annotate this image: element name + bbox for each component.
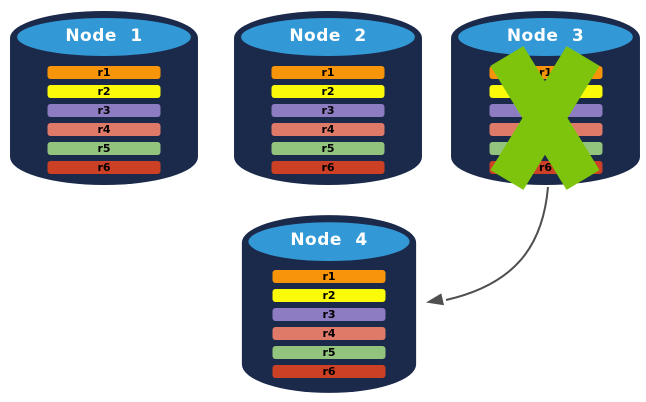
replica-label: r3 xyxy=(97,104,111,117)
replica-label: r4 xyxy=(321,123,335,136)
replica-label: r6 xyxy=(322,365,336,378)
replica-bar-r2: r2 xyxy=(271,85,385,98)
replica-label: r4 xyxy=(322,327,336,340)
replica-bar-r4: r4 xyxy=(47,123,161,136)
replica-bar-r3: r3 xyxy=(47,104,161,117)
node-2: Node 2 r1 r2 r3 r4 r5 r6 xyxy=(232,8,424,190)
replica-bar-r2: r2 xyxy=(272,289,386,302)
replica-bar-r6: r6 xyxy=(271,161,385,174)
replica-label: r3 xyxy=(538,104,553,117)
arrowhead-icon xyxy=(426,293,444,306)
replica-bar-r3: r3 xyxy=(271,104,385,117)
database-cylinder-icon xyxy=(234,11,422,185)
node-2-title: Node 2 xyxy=(289,26,367,46)
replica-label: r5 xyxy=(321,142,335,155)
replica-label: r2 xyxy=(97,85,111,98)
replica-label: r4 xyxy=(538,123,553,136)
replica-bar-r1: r1 xyxy=(272,270,386,283)
replica-bar-r6: r6 xyxy=(489,161,602,174)
node-3: Node 3 r1 r2 r3 r4 r5 r6 xyxy=(449,8,642,190)
node-4-title: Node 4 xyxy=(290,230,368,250)
replica-bar-r6: r6 xyxy=(272,365,386,378)
replica-bar-r3: r3 xyxy=(489,104,602,117)
database-cylinder-icon xyxy=(10,11,198,185)
replica-bar-r5: r5 xyxy=(272,346,386,359)
replica-label: r2 xyxy=(321,85,335,98)
replica-label: r5 xyxy=(538,142,553,155)
replica-list: r1 r2 r3 r4 r5 r6 xyxy=(47,66,161,180)
replica-bar-r4: r4 xyxy=(489,123,602,136)
replica-bar-r5: r5 xyxy=(271,142,385,155)
replica-label: r1 xyxy=(538,66,553,79)
replica-bar-r4: r4 xyxy=(271,123,385,136)
node-3-title: Node 3 xyxy=(506,26,585,46)
replica-label: r6 xyxy=(538,161,553,174)
replica-bar-r5: r5 xyxy=(47,142,161,155)
replica-list: r1 r2 r3 r4 r5 r6 xyxy=(271,66,385,180)
replica-label: r3 xyxy=(321,104,335,117)
replica-label: r2 xyxy=(538,85,553,98)
replica-bar-r2: r2 xyxy=(47,85,161,98)
node-1: Node 1 r1 r2 r3 r4 r5 r6 xyxy=(8,8,200,190)
replica-label: r3 xyxy=(322,308,336,321)
replica-label: r5 xyxy=(97,142,111,155)
replica-label: r6 xyxy=(321,161,335,174)
replica-bar-r6: r6 xyxy=(47,161,161,174)
replica-list: r1 r2 r3 r4 r5 r6 xyxy=(272,270,386,384)
replica-bar-r1: r1 xyxy=(47,66,161,79)
node-4: Node 4 r1 r2 r3 r4 r5 r6 xyxy=(240,212,418,398)
replica-label: r2 xyxy=(322,289,336,302)
replica-label: r4 xyxy=(97,123,111,136)
replica-bar-r4: r4 xyxy=(272,327,386,340)
replica-bar-r1: r1 xyxy=(489,66,602,79)
node-1-title: Node 1 xyxy=(65,26,143,46)
replica-list: r1 r2 r3 r4 r5 r6 xyxy=(489,66,602,180)
replica-bar-r2: r2 xyxy=(489,85,602,98)
replica-label: r1 xyxy=(322,270,336,283)
replica-label: r5 xyxy=(322,346,336,359)
replica-label: r1 xyxy=(97,66,111,79)
replica-label: r1 xyxy=(321,66,335,79)
replica-label: r6 xyxy=(97,161,111,174)
replica-bar-r1: r1 xyxy=(271,66,385,79)
replica-bar-r3: r3 xyxy=(272,308,386,321)
replica-bar-r5: r5 xyxy=(489,142,602,155)
